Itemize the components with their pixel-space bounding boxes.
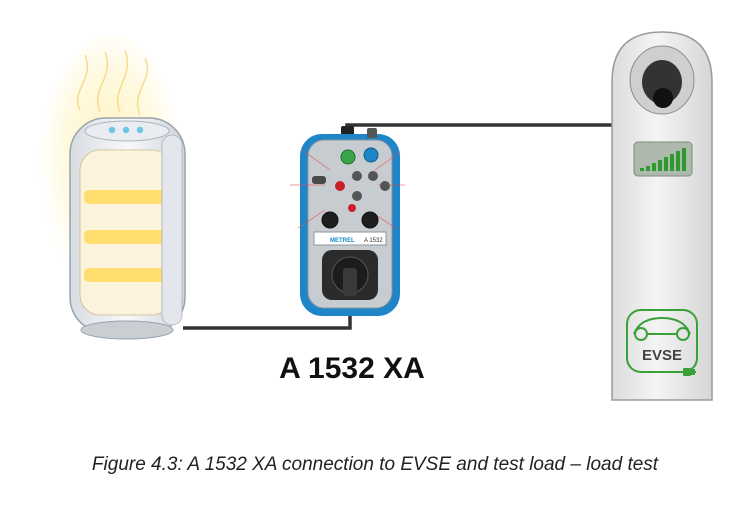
evse-label: EVSE <box>642 347 682 364</box>
adapter-green-socket <box>340 149 356 165</box>
evse-signal-bars <box>640 148 686 171</box>
figure-caption: Figure 4.3: A 1532 XA connection to EVSE… <box>91 454 659 475</box>
adapter-plugged-connector <box>343 268 357 296</box>
adapter-top-plug <box>367 128 377 138</box>
heater-heat-waves <box>77 49 148 116</box>
adapter-terminal-grey-1 <box>352 171 362 181</box>
heater-button-3 <box>136 126 144 134</box>
evse-socket <box>642 60 682 104</box>
evse-body <box>611 31 713 401</box>
adapter-terminal-red <box>335 181 345 191</box>
heater-element-2 <box>84 230 168 244</box>
adapter-highlight-rays <box>290 149 405 231</box>
adapter-blue-socket <box>363 147 379 163</box>
evse-connector-plug <box>653 88 673 108</box>
a1532-adapter-device: METREL A 1532 <box>290 128 405 316</box>
device-model-label: A 1532 XA <box>279 352 425 385</box>
heater-element-1 <box>84 190 168 204</box>
evse-charging-station: EVSE <box>611 31 713 401</box>
heater-button-2 <box>122 126 130 134</box>
heater-test-load <box>38 35 186 340</box>
adapter-model-text: A 1532 <box>364 238 383 244</box>
heater-side-panel <box>161 134 183 326</box>
evse-plug-icon <box>683 368 695 376</box>
adapter-terminal-grey-4 <box>352 191 362 201</box>
adapter-brand-strip <box>313 231 387 246</box>
heater-element-3 <box>84 268 168 282</box>
heater-button-1 <box>108 126 116 134</box>
adapter-terminal-red-2 <box>348 204 356 212</box>
adapter-selector-knob-right <box>361 211 379 229</box>
heater-base <box>80 320 174 340</box>
adapter-led <box>312 176 326 184</box>
adapter-terminal-grey-2 <box>368 171 378 181</box>
adapter-selector-knob-left <box>321 211 339 229</box>
adapter-terminal-grey-3 <box>380 181 390 191</box>
adapter-brand-text: METREL <box>330 238 355 244</box>
